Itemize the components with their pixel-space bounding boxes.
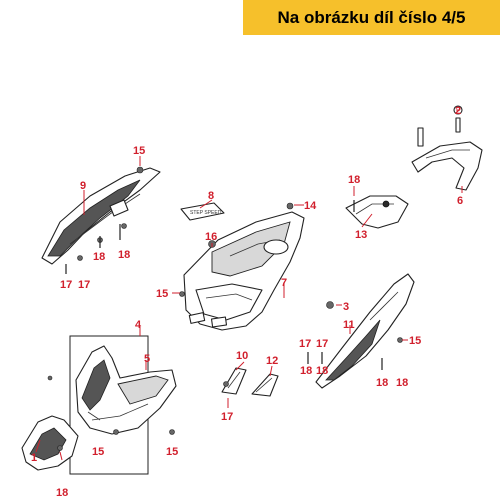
label-15-b: 15 (156, 288, 168, 300)
part-13-rear-trim (345, 195, 409, 229)
part-7-seat-box (183, 211, 305, 331)
part-number-banner: Na obrázku díl číslo 4/5 (243, 0, 500, 35)
label-18-c: 18 (348, 174, 360, 186)
label-13: 13 (355, 229, 367, 241)
label-17-a: 17 (60, 279, 72, 291)
label-10: 10 (236, 350, 248, 362)
label-15-d: 15 (92, 446, 104, 458)
label-17-b: 17 (78, 279, 90, 291)
label-18-b: 18 (118, 249, 130, 261)
label-17-e: 17 (221, 411, 233, 423)
label-2: 2 (455, 105, 461, 117)
leader-lines (35, 109, 463, 461)
label-4: 4 (135, 319, 142, 331)
label-17-c: 17 (299, 338, 311, 350)
label-17-d: 17 (316, 338, 328, 350)
label-11: 11 (343, 319, 355, 331)
label-18-g: 18 (396, 377, 408, 389)
label-9: 9 (80, 180, 86, 192)
label-15-c: 15 (409, 335, 421, 347)
part-6-rear-carrier (411, 105, 483, 191)
part-11-right-side-cover (315, 273, 415, 389)
label-6: 6 (457, 195, 463, 207)
decal-text: STEP SPEED (190, 210, 222, 216)
part-8-decal: STEP SPEED (180, 202, 225, 221)
label-18-e: 18 (316, 365, 328, 377)
part-9-side-rail (41, 167, 161, 265)
label-5: 5 (144, 353, 150, 365)
label-18-f: 18 (376, 377, 388, 389)
part-1-front-lower-cover (21, 415, 79, 471)
part-labels: 1 2 3 4 5 6 7 8 9 10 11 12 13 14 15 15 1… (31, 105, 463, 499)
label-18-a: 18 (93, 251, 105, 263)
label-18-d: 18 (300, 365, 312, 377)
label-3: 3 (343, 301, 349, 313)
label-12: 12 (266, 355, 278, 367)
label-14: 14 (304, 200, 317, 212)
label-1: 1 (31, 452, 37, 464)
label-16: 16 (205, 231, 217, 243)
label-8: 8 (208, 190, 214, 202)
part-4-5-front-cover (75, 345, 177, 435)
label-7: 7 (281, 277, 287, 289)
banner-text: Na obrázku díl číslo 4/5 (277, 7, 466, 27)
part-12-bracket (251, 373, 279, 397)
label-15-e: 15 (166, 446, 178, 458)
label-18-h: 18 (56, 487, 68, 499)
part-10-bracket (221, 367, 247, 395)
label-15-a: 15 (133, 145, 145, 157)
